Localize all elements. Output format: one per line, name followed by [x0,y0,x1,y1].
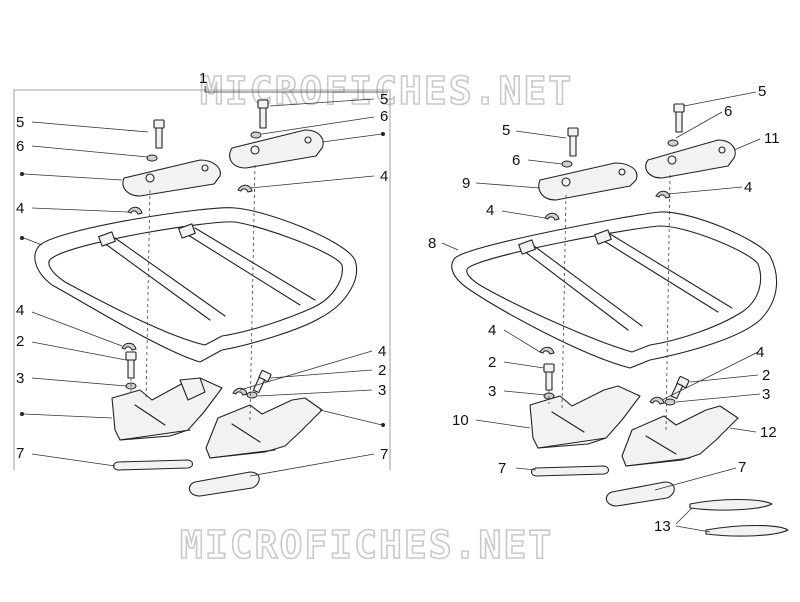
left-clamp-front [122,159,221,197]
left-screw-5b [257,99,269,129]
watermark-bottom: MICROFICHES.NET [180,523,553,567]
callout-7: 7 [738,459,746,476]
callout-11: 11 [764,130,780,147]
callout-3: 3 [16,370,24,387]
left-gasket-rear [188,471,260,497]
callout-6: 6 [380,108,388,125]
callout-12: 12 [760,424,777,441]
right-clamp-11 [645,139,736,179]
left-support-rear [205,397,323,459]
callout-2: 2 [16,333,24,350]
callout-13: 13 [654,518,671,535]
callout-5: 5 [758,83,766,100]
callout-3: 3 [378,382,386,399]
right-support-10 [529,385,641,449]
callout-2: 2 [762,367,770,384]
callout-6: 6 [16,138,24,155]
left-assembly: 1 5 6 4 4 2 3 7 5 6 4 4 2 3 7 [13,70,391,497]
left-clamp-rear [229,129,324,169]
right-clamp-9 [538,162,638,201]
callout-4: 4 [756,344,764,361]
callout-10: 10 [452,412,469,429]
callout-4: 4 [488,322,496,339]
right-screw-2b [670,376,690,400]
right-plate-13a [689,498,773,511]
callout-2: 2 [378,362,386,379]
right-screw-2a [543,363,555,391]
left-gasket-front [112,459,194,471]
left-support-front [111,377,223,441]
callout-8: 8 [428,235,436,252]
left-rack [34,207,358,363]
callout-4: 4 [16,302,24,319]
callout-2: 2 [488,354,496,371]
right-screw-5b [673,103,685,133]
left-screw-2b [252,370,272,394]
right-gasket-rear [605,481,675,507]
right-assembly: 5 6 9 4 8 4 2 3 10 7 5 6 11 4 4 2 3 12 7… [428,83,789,537]
right-rack [451,211,778,369]
callout-5: 5 [502,122,510,139]
right-support-12 [621,405,739,467]
callout-6: 6 [512,152,520,169]
right-screw-5a [567,127,579,157]
callout-4: 4 [486,202,494,219]
left-screw-2a [125,351,137,379]
callout-7: 7 [16,445,24,462]
callout-4: 4 [16,200,24,217]
callout-7: 7 [498,460,506,477]
callout-1: 1 [199,70,207,87]
callout-6: 6 [724,103,732,120]
right-plate-13b [705,524,789,537]
callout-4: 4 [378,343,386,360]
callout-7: 7 [380,446,388,463]
callout-4: 4 [380,168,388,185]
left-group-bracket [13,89,391,470]
callout-4: 4 [744,179,752,196]
callout-3: 3 [488,383,496,400]
callout-5: 5 [16,114,24,131]
callout-9: 9 [462,175,470,192]
left-screw-5a [153,119,165,149]
callout-5: 5 [380,91,388,108]
right-gasket-front [530,465,610,477]
callout-3: 3 [762,386,770,403]
